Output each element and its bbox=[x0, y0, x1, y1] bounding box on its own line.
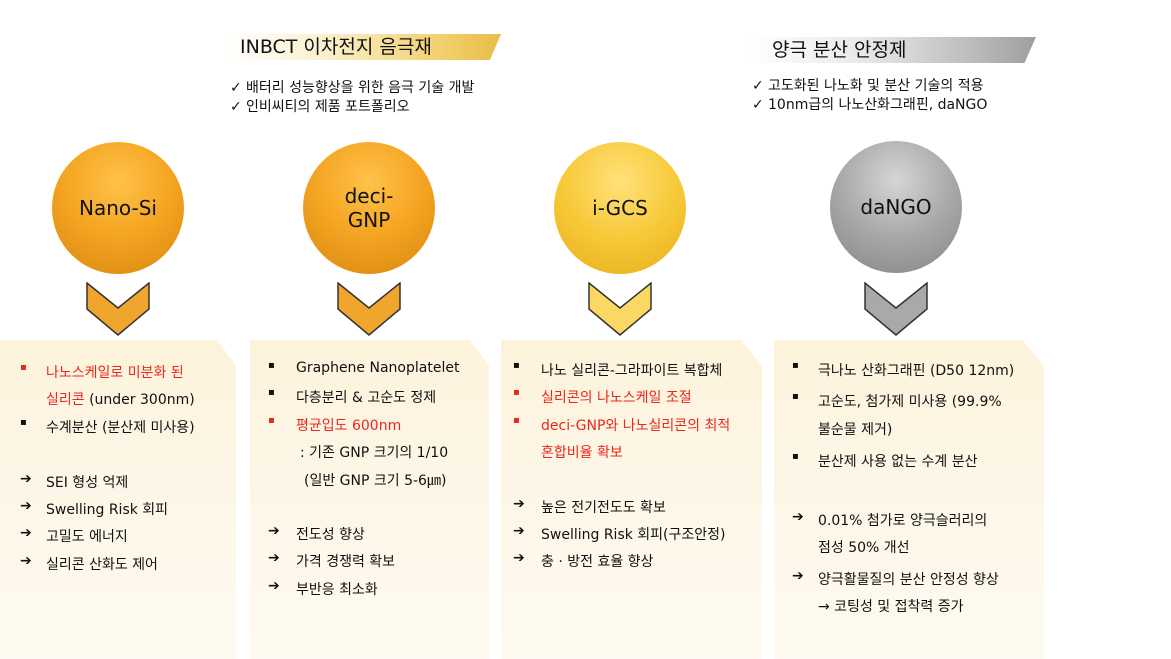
list-item: ▪나노스케일로 미분화 된 bbox=[20, 362, 184, 381]
list-item: ➔고밀도 에너지 bbox=[20, 525, 128, 545]
product-circle-i-gcs: i-GCS bbox=[554, 142, 686, 274]
arrow-right-icon: ➔ bbox=[268, 578, 280, 594]
list-item: 불순물 제거) bbox=[818, 422, 893, 438]
arrow-right-icon: ➔ bbox=[20, 553, 32, 569]
nano-si-panel: ▪나노스케일로 미분화 된 실리콘 (under 300nm) ▪수계분산 (분… bbox=[0, 340, 236, 659]
list-item: : 기존 GNP 크기의 1/10 bbox=[300, 445, 449, 461]
product-name: Nano-Si bbox=[79, 196, 157, 220]
list-item: ▪평균입도 600nm bbox=[268, 415, 402, 434]
list-item: (일반 GNP 크기 5-6㎛) bbox=[304, 473, 447, 489]
arrow-right-icon: ➔ bbox=[20, 471, 32, 487]
bullet-icon: ▪ bbox=[513, 360, 520, 371]
anode-material-title: INBCT 이차전지 음극재 bbox=[240, 36, 432, 58]
product-circle-nano-si: Nano-Si bbox=[52, 142, 184, 274]
list-item: → 코팅성 및 접착력 증가 bbox=[818, 599, 964, 615]
arrow-right-icon: ➔ bbox=[513, 523, 525, 539]
bullet-icon: ▪ bbox=[268, 360, 275, 371]
deci-gnp-panel: ▪Graphene Nanoplatelet ▪다층분리 & 고순도 정제 ▪평… bbox=[250, 340, 489, 659]
list-item: ➔높은 전기전도도 확보 bbox=[513, 496, 666, 516]
list-item: ▪deci-GNP와 나노실리콘의 최적 bbox=[513, 415, 731, 434]
checklist-item: ✓10nm급의 나노산화그래핀, daNGO bbox=[752, 97, 988, 113]
product-name: i-GCS bbox=[592, 196, 648, 220]
bullet-icon: ▪ bbox=[792, 451, 799, 462]
list-item: 혼합비율 확보 bbox=[541, 445, 623, 461]
bullet-icon: ▪ bbox=[20, 417, 27, 428]
chevron-down-icon bbox=[337, 282, 401, 336]
list-item: ➔0.01% 첨가로 양극슬러리의 bbox=[792, 509, 988, 529]
chevron-down-icon bbox=[86, 282, 150, 336]
list-item: ➔Swelling Risk 회피 bbox=[20, 498, 169, 518]
product-name: daNGO bbox=[860, 195, 932, 219]
check-icon: ✓ bbox=[752, 97, 764, 113]
bullet-icon: ▪ bbox=[268, 387, 275, 398]
list-item: ➔가격 경쟁력 확보 bbox=[268, 550, 396, 570]
bullet-icon: ▪ bbox=[792, 360, 799, 371]
bullet-icon: ▪ bbox=[513, 415, 520, 426]
bullet-icon: ▪ bbox=[513, 387, 520, 398]
arrow-right-icon: ➔ bbox=[792, 509, 804, 525]
list-item: ▪수계분산 (분산제 미사용) bbox=[20, 417, 195, 436]
i-gcs-panel: ▪나노 실리콘-그라파이트 복합체 ▪실리콘의 나노스케일 조절 ▪deci-G… bbox=[501, 340, 762, 659]
list-item: ➔실리콘 산화도 제어 bbox=[20, 553, 158, 573]
list-item: ➔충 · 방전 효율 향상 bbox=[513, 550, 654, 570]
list-item: 점성 50% 개선 bbox=[818, 540, 910, 556]
check-icon: ✓ bbox=[230, 80, 242, 96]
list-item: ▪분산제 사용 없는 수계 분산 bbox=[792, 451, 978, 470]
list-item: ▪다층분리 & 고순도 정제 bbox=[268, 387, 437, 406]
cathode-dispersant-title: 양극 분산 안정제 bbox=[772, 39, 907, 61]
arrow-right-icon: ➔ bbox=[20, 525, 32, 541]
list-item: ➔양극활물질의 분산 안정성 향상 bbox=[792, 568, 999, 588]
checklist-item: ✓배터리 성능향상을 위한 음극 기술 개발 bbox=[230, 80, 475, 96]
dango-panel: ▪극나노 산화그래핀 (D50 12nm) ▪고순도, 첨가제 미사용 (99.… bbox=[774, 340, 1044, 659]
arrow-right-icon: ➔ bbox=[513, 496, 525, 512]
anode-checklist: ✓배터리 성능향상을 위한 음극 기술 개발 ✓인비씨티의 제품 포트폴리오 bbox=[230, 79, 474, 117]
cathode-checklist: ✓고도화된 나노화 및 분산 기술의 적용 ✓10nm급의 나노산화그래핀, d… bbox=[752, 77, 987, 115]
list-item: ▪나노 실리콘-그라파이트 복합체 bbox=[513, 360, 723, 379]
list-item: ➔전도성 향상 bbox=[268, 523, 365, 543]
list-item: ▪실리콘의 나노스케일 조절 bbox=[513, 387, 692, 406]
bullet-icon: ▪ bbox=[20, 362, 27, 373]
product-name: deci-GNP bbox=[344, 184, 394, 232]
arrow-right-icon: ➔ bbox=[20, 498, 32, 514]
check-icon: ✓ bbox=[230, 99, 242, 115]
check-icon: ✓ bbox=[752, 78, 764, 94]
product-circle-dango: daNGO bbox=[830, 141, 962, 273]
chevron-down-icon bbox=[864, 282, 928, 336]
cathode-dispersant-title-banner: 양극 분산 안정제 bbox=[748, 37, 1036, 63]
bullet-icon: ▪ bbox=[268, 415, 275, 426]
list-item: ▪고순도, 첨가제 미사용 (99.9% bbox=[792, 391, 1002, 410]
list-item: ➔SEI 형성 억제 bbox=[20, 471, 129, 491]
list-item: ▪극나노 산화그래핀 (D50 12nm) bbox=[792, 360, 1015, 379]
arrow-right-icon: ➔ bbox=[268, 550, 280, 566]
list-item: ▪Graphene Nanoplatelet bbox=[268, 360, 460, 376]
list-item: ➔부반응 최소화 bbox=[268, 578, 378, 598]
list-item: ➔Swelling Risk 회피(구조안정) bbox=[513, 523, 726, 543]
list-item: 실리콘 (under 300nm) bbox=[46, 392, 195, 408]
bullet-icon: ▪ bbox=[792, 391, 799, 402]
arrow-right-icon: ➔ bbox=[792, 568, 804, 584]
checklist-item: ✓인비씨티의 제품 포트폴리오 bbox=[230, 99, 410, 115]
product-circle-deci-gnp: deci-GNP bbox=[303, 142, 435, 274]
anode-material-title-banner: INBCT 이차전지 음극재 bbox=[224, 34, 501, 60]
arrow-right-icon: ➔ bbox=[513, 550, 525, 566]
chevron-down-icon bbox=[588, 282, 652, 336]
checklist-item: ✓고도화된 나노화 및 분산 기술의 적용 bbox=[752, 78, 984, 94]
arrow-right-icon: ➔ bbox=[268, 523, 280, 539]
